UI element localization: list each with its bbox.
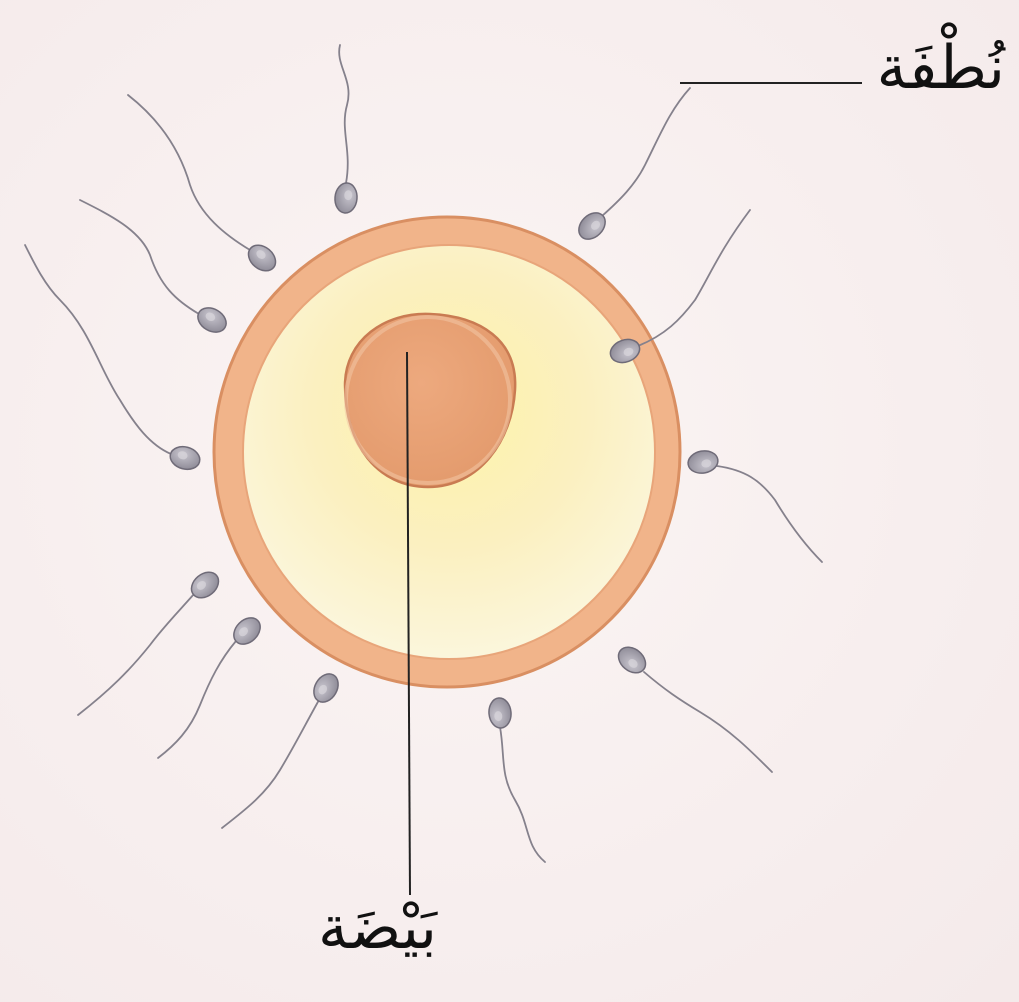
sperm-cell — [78, 567, 224, 715]
sperm-label: نُطْفَة — [877, 38, 1005, 98]
sperm-tail — [222, 700, 319, 828]
sperm-tail — [339, 45, 348, 183]
sperm-cell — [686, 449, 822, 562]
sperm-tail — [25, 245, 171, 454]
sperm-tail — [638, 210, 750, 346]
sperm-cell — [488, 697, 545, 862]
sperm-tail — [158, 641, 236, 758]
sperm-cell — [222, 670, 343, 828]
sperm-cell — [613, 642, 772, 772]
sperm-tail — [602, 88, 690, 216]
sperm-tail — [128, 95, 250, 250]
sperm-tail — [644, 672, 772, 772]
sperm-tail — [717, 466, 822, 562]
sperm-cell — [80, 200, 230, 337]
sperm-tail — [78, 594, 194, 715]
sperm-cell — [607, 210, 750, 366]
sperm-cell — [158, 613, 265, 758]
sperm-cell — [128, 95, 281, 276]
sperm-tail — [80, 200, 199, 314]
egg-label: بَيْضَة — [318, 898, 437, 958]
sperm-cell — [574, 88, 690, 244]
sperm-cell — [334, 45, 359, 214]
sperm-tail — [500, 727, 545, 862]
egg-cell — [214, 217, 680, 687]
sperm-cell — [25, 245, 202, 473]
